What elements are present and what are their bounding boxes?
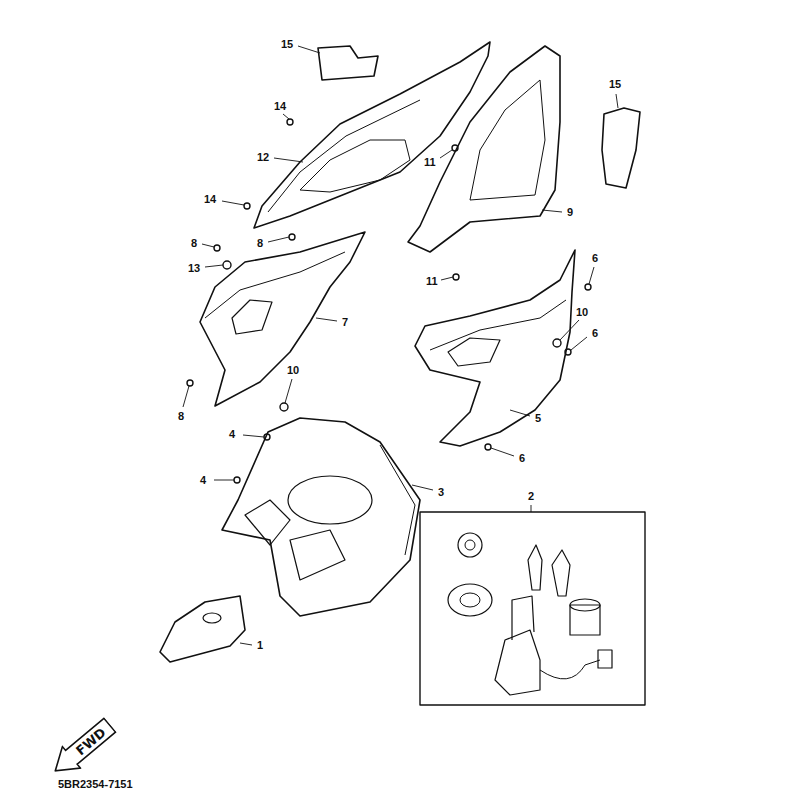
callout-number: 4 (229, 428, 235, 441)
switch-wire (540, 660, 600, 679)
callout-number: 14 (204, 193, 216, 206)
kit-box (420, 512, 645, 705)
main-switch (495, 630, 540, 695)
leg-shield (222, 418, 420, 616)
shield-bracket (290, 530, 345, 580)
lower-cover (415, 250, 575, 446)
callout-number: 8 (178, 410, 184, 423)
callout-number: 1 (257, 639, 263, 652)
callout-number: 15 (281, 38, 293, 51)
callout-number: 4 (200, 474, 206, 487)
arrow-shape (46, 714, 118, 781)
callout-number: 15 (609, 78, 621, 91)
callout-number: 5 (535, 412, 541, 425)
callout-number: 7 (342, 316, 348, 329)
shield-bracket (245, 500, 290, 545)
cover-hole (203, 613, 221, 623)
key (528, 545, 542, 590)
seat-lock (460, 593, 480, 607)
side-panel (408, 46, 560, 252)
side-panel (254, 42, 490, 228)
callout-number: 6 (592, 327, 598, 340)
seat-lock (448, 584, 492, 616)
callout-number: 8 (191, 237, 197, 250)
callout-number: 2 (528, 490, 534, 503)
callout-number: 13 (188, 262, 200, 275)
leader-lines (183, 46, 618, 645)
callout-number: 11 (426, 275, 438, 288)
callout-number: 9 (567, 206, 573, 219)
patch-part (602, 108, 640, 188)
cover-vent (448, 338, 500, 366)
lower-cover (200, 232, 365, 406)
callout-number: 3 (438, 486, 444, 499)
cover-vent (232, 300, 272, 334)
screws (187, 119, 591, 483)
cover-contour (430, 300, 566, 350)
lock-cylinder (458, 533, 482, 557)
cover-contour (205, 252, 345, 318)
panel-contour (300, 140, 410, 192)
callout-number: 14 (274, 100, 286, 113)
shield-contour (380, 445, 415, 555)
key (552, 550, 570, 596)
callout-number: 10 (576, 306, 588, 319)
patch-part (318, 46, 378, 80)
panel-contour (268, 100, 420, 212)
shield-opening (288, 476, 372, 524)
tank-lock (570, 599, 600, 611)
callout-number: 6 (519, 452, 525, 465)
callout-number: 12 (257, 151, 269, 164)
direction-arrow: FWD (45, 713, 120, 783)
drawing-code: 5BR2354-7151 (58, 778, 133, 791)
switch-connector (598, 650, 612, 668)
panel-contour (470, 80, 545, 200)
lock-cylinder (465, 540, 475, 550)
small-cover (160, 596, 245, 662)
callout-number: 6 (592, 252, 598, 265)
callout-number: 11 (424, 156, 436, 169)
main-switch (512, 596, 534, 640)
callout-number: 10 (287, 364, 299, 377)
callout-number: 8 (257, 237, 263, 250)
